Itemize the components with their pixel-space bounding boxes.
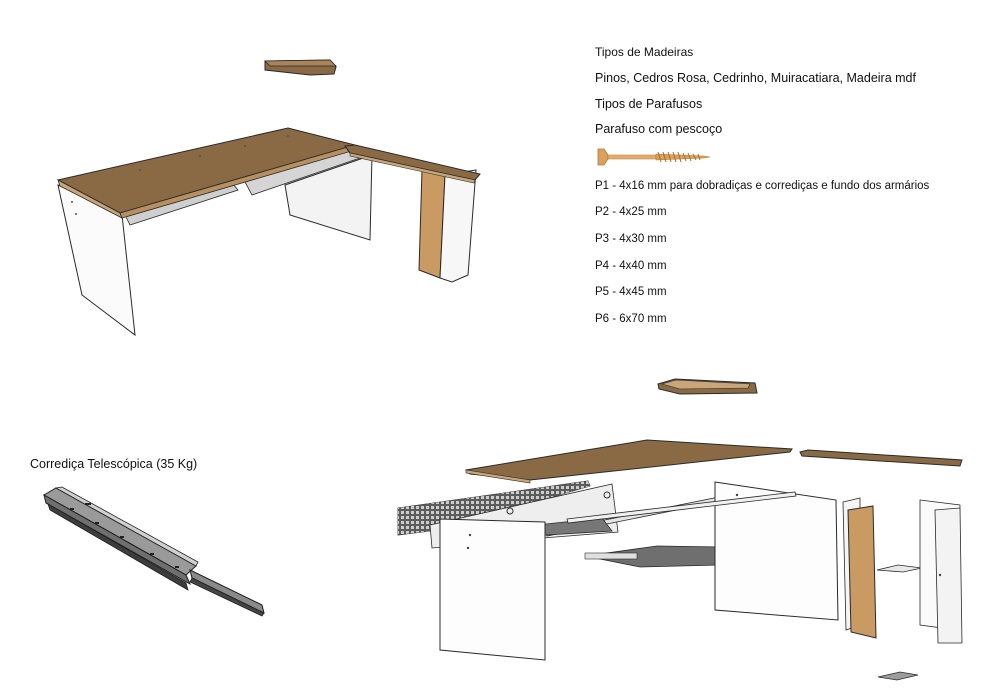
screw-spec-p6: P6 - 6x70 mm xyxy=(595,313,667,325)
screw-spec-p3: P3 - 4x30 mm xyxy=(595,233,667,245)
screw-spec-p2: P2 - 4x25 mm xyxy=(595,206,667,218)
screw-types-heading: Tipos de Parafusos xyxy=(595,97,703,111)
assembled-desk-illustration xyxy=(0,0,600,360)
screw-type-label: Parafuso com pescoço xyxy=(595,122,723,136)
wood-types-heading: Tipos de Madeiras xyxy=(595,45,694,59)
l-shaped-desk-icon xyxy=(56,59,481,337)
l-shaped-desk-exploded-icon xyxy=(397,378,963,681)
screw-spec-p1: P1 - 4x16 mm para dobradiças e corrediça… xyxy=(595,180,930,192)
telescopic-drawer-slide-icon xyxy=(42,486,265,617)
wood-screw-icon xyxy=(596,146,716,168)
telescopic-slide-illustration xyxy=(0,470,300,630)
wood-types-list: Pinos, Cedros Rosa, Cedrinho, Muiracatia… xyxy=(595,71,916,85)
screw-spec-p4: P4 - 4x40 mm xyxy=(595,260,667,272)
slide-caption: Corrediça Telescópica (35 Kg) xyxy=(30,457,198,471)
screw-spec-p5: P5 - 4x45 mm xyxy=(595,286,667,298)
exploded-desk-illustration xyxy=(380,370,1000,696)
